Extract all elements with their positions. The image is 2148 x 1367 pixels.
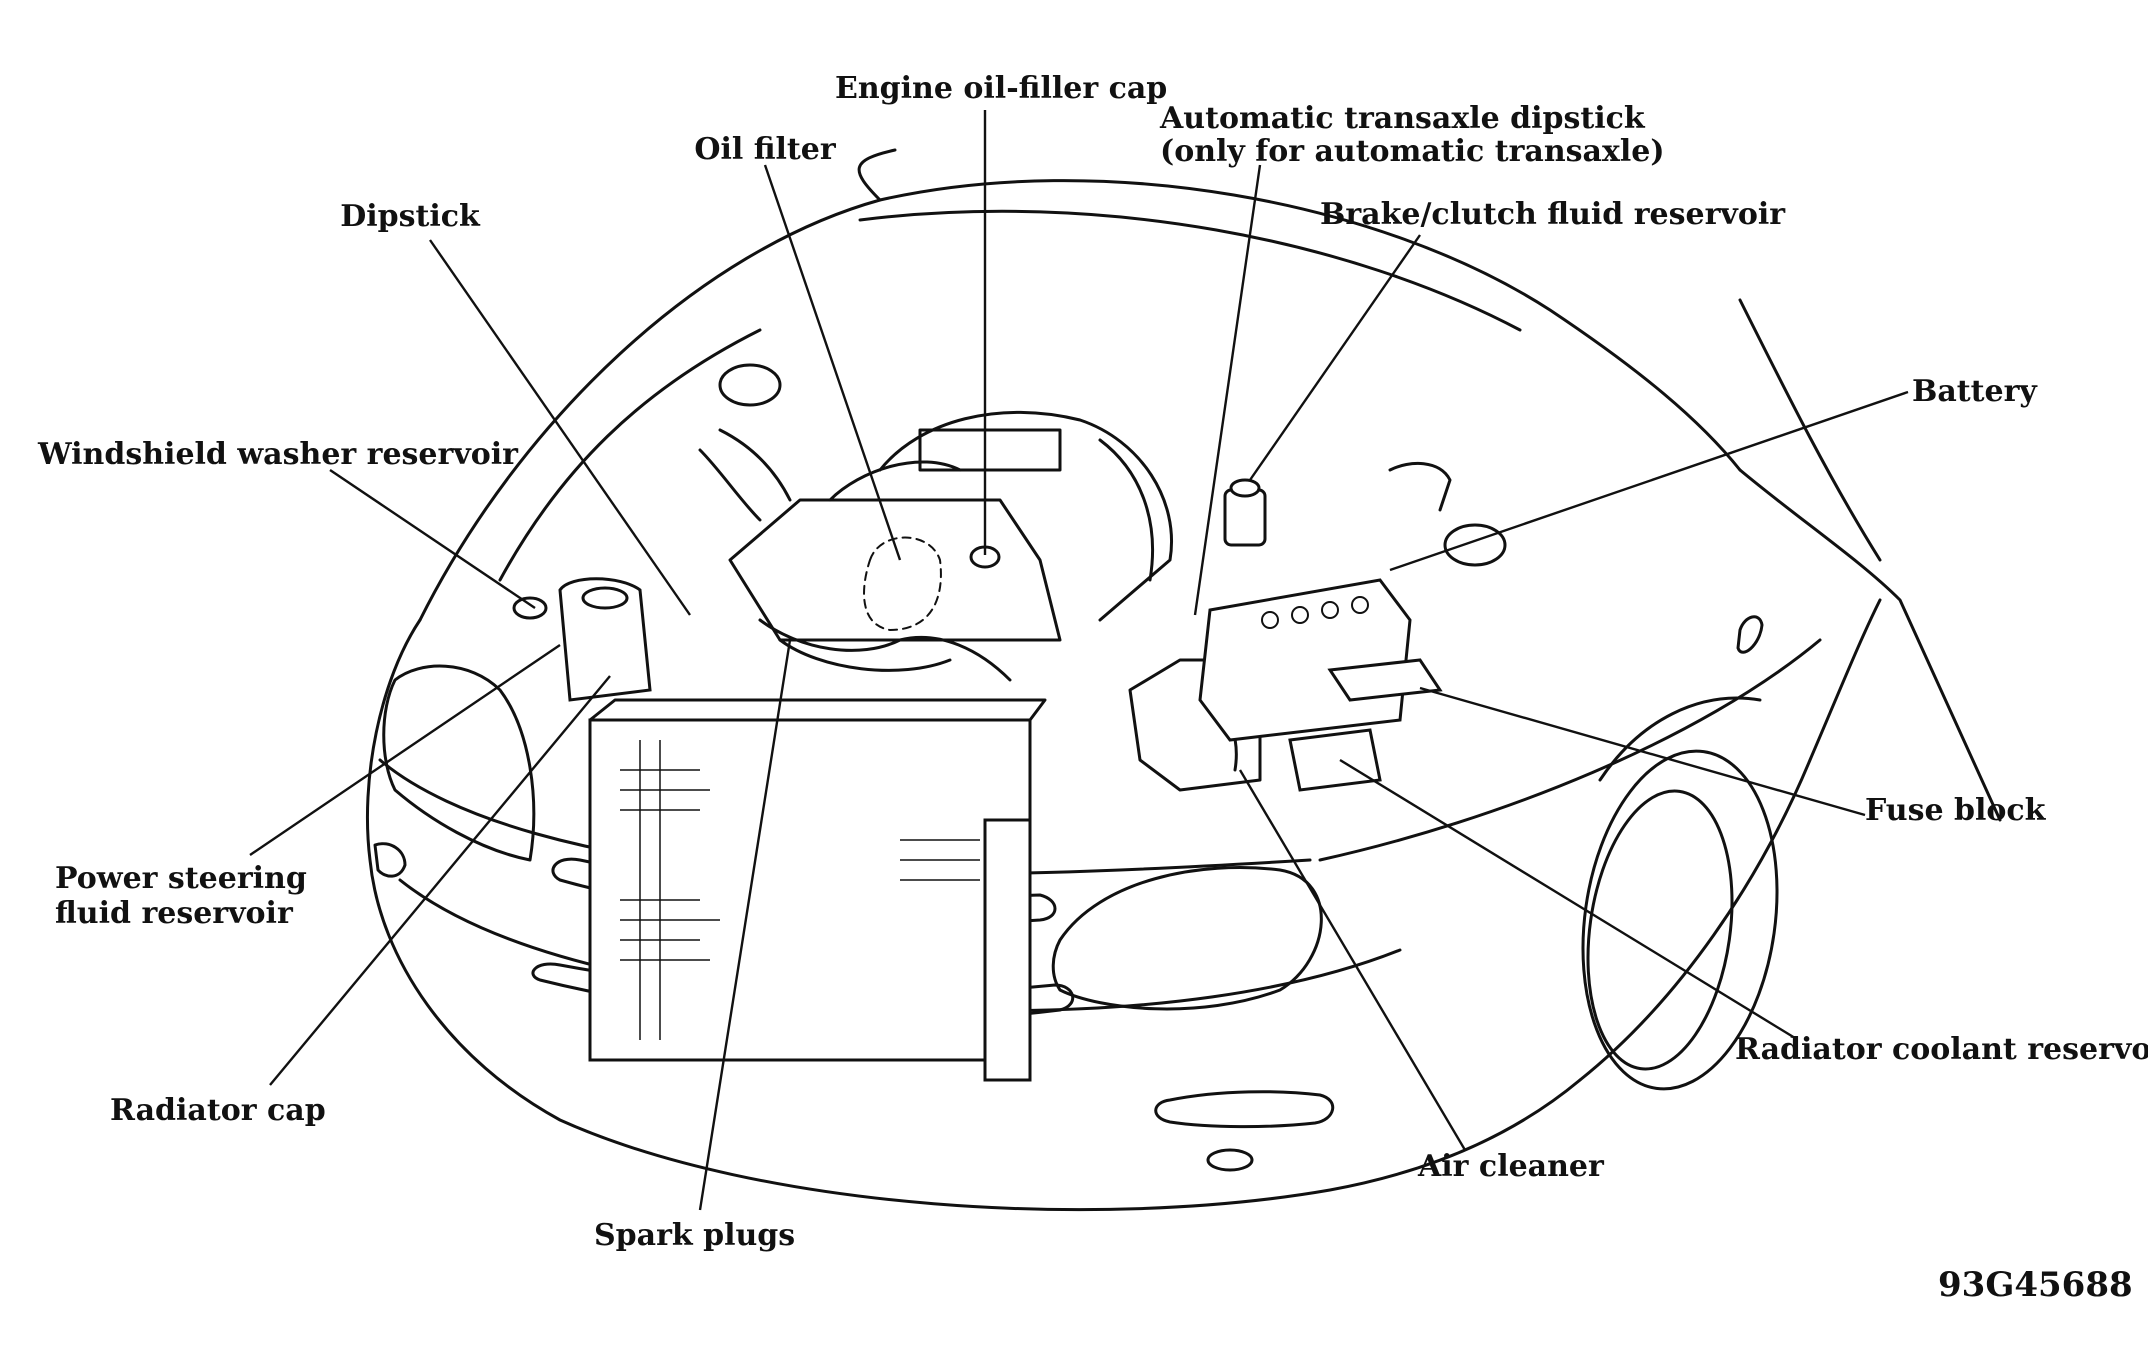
leader-lines — [249, 110, 1909, 1211]
engine — [698, 410, 1262, 792]
label-air-cleaner: Air cleaner — [1418, 1149, 1604, 1184]
label-windshield-washer-reservoir: Windshield washer reservoir — [38, 437, 518, 472]
label-radiator-cap: Radiator cap — [110, 1093, 326, 1128]
radiator — [588, 698, 1047, 1082]
label-spark-plugs: Spark plugs — [594, 1218, 796, 1253]
label-automatic-transaxle-dipstick-line1: Automatic transaxle dipstick — [1160, 101, 1645, 136]
label-engine-oil-filler-cap: Engine oil-filler cap — [835, 71, 1168, 106]
label-dipstick: Dipstick — [340, 199, 480, 234]
figure-number: 93G45688 — [1938, 1265, 2133, 1305]
label-power-steering-line2: fluid reservoir — [55, 896, 293, 931]
reservoirs — [512, 363, 1507, 792]
label-automatic-transaxle-dipstick-line2: (only for automatic transaxle) — [1160, 134, 1665, 169]
battery-drawing — [1198, 578, 1412, 742]
label-brake-clutch-fluid-reservoir: Brake/clutch fluid reservoir — [1320, 197, 1786, 232]
label-power-steering-line1: Power steering — [55, 861, 307, 896]
label-fuse-block: Fuse block — [1865, 793, 2046, 828]
label-oil-filter: Oil filter — [694, 132, 836, 167]
label-battery: Battery — [1912, 374, 2037, 409]
label-radiator-coolant-reservoir: Radiator coolant reservoir — [1735, 1032, 2148, 1067]
